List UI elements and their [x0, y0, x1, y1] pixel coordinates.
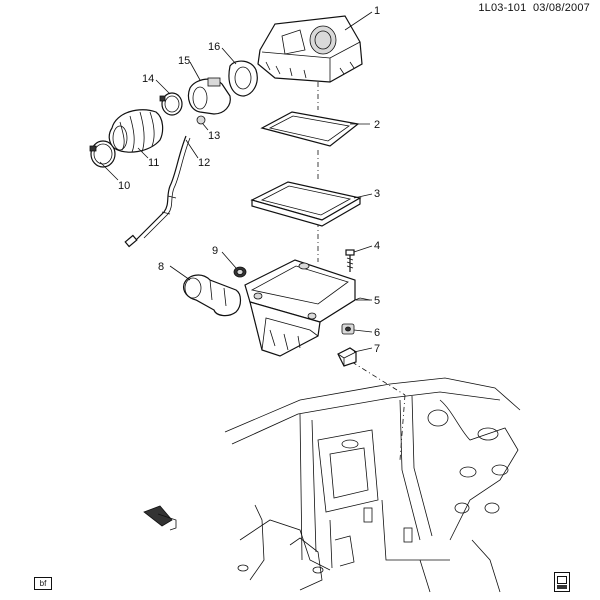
- housing-bracket: [337, 347, 357, 367]
- callout-7: 7: [374, 343, 380, 355]
- logo-window: [557, 576, 567, 584]
- crankcase-vent-tube: [124, 135, 191, 248]
- vehicle-body-structure: [224, 377, 521, 593]
- adapter-plate: [228, 60, 258, 97]
- diagram-header: 1L03-101 03/08/2007: [478, 2, 590, 14]
- callout-12: 12: [198, 157, 210, 169]
- housing-seal: [260, 111, 360, 147]
- duct-grommet: [233, 266, 247, 278]
- callout-6: 6: [374, 327, 380, 339]
- air-filter-element: [250, 181, 362, 227]
- callout-3: 3: [374, 188, 380, 200]
- intake-bellows-hose: [108, 109, 164, 153]
- air-intake-duct: [183, 274, 242, 317]
- callout-16: 16: [208, 41, 220, 53]
- page-badge: bf: [34, 577, 52, 590]
- callout-1: 1: [374, 5, 380, 17]
- callout-10: 10: [118, 180, 130, 192]
- callout-2: 2: [374, 119, 380, 131]
- diagram-code: 1L03-101: [478, 2, 527, 14]
- callout-8: 8: [158, 261, 164, 273]
- air-cleaner-lower-housing: [244, 259, 371, 357]
- callout-11: 11: [148, 157, 159, 169]
- callout-13: 13: [208, 130, 220, 142]
- housing-bolt: [345, 249, 355, 272]
- front-direction-arrow-icon: [143, 505, 177, 531]
- mass-airflow-sensor: [187, 77, 231, 115]
- callout-9: 9: [212, 245, 218, 257]
- duct-clamp-rear: [159, 92, 183, 116]
- callout-leaders: [99, 11, 373, 353]
- diagram-date: 03/08/2007: [532, 2, 590, 14]
- publisher-logo-icon: [554, 572, 570, 592]
- sensor-fitting: [196, 115, 206, 125]
- callout-5: 5: [374, 295, 380, 307]
- logo-base: [557, 585, 567, 589]
- callout-15: 15: [178, 55, 190, 67]
- duct-clamp-front: [89, 140, 116, 168]
- assembly-axis-bracket: [351, 361, 406, 396]
- mounting-grommet: [341, 323, 355, 335]
- assembly-axis-body: [399, 394, 406, 461]
- callout-4: 4: [374, 240, 380, 252]
- air-cleaner-cover: [257, 15, 363, 83]
- callout-14: 14: [142, 73, 154, 85]
